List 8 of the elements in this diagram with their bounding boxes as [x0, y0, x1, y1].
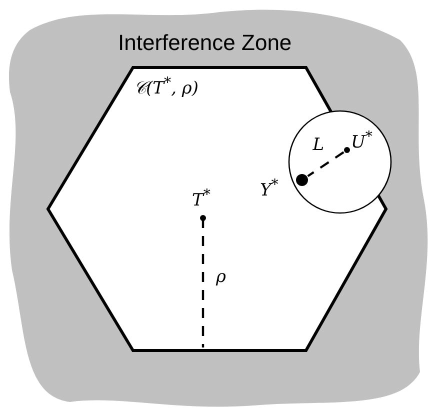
edge-label: ρ: [216, 268, 226, 286]
zone-title: Interference Zone: [118, 30, 292, 56]
edge-label: L: [312, 137, 324, 154]
cell-label: 𝒞(T$^{*}$, ρ): [134, 76, 198, 98]
dashed-line: [202, 218, 204, 348]
point-label: U$^{*}$: [351, 130, 372, 152]
point-label: Y$^{*}$: [260, 178, 278, 200]
point-label: T$^{*}$: [192, 188, 210, 210]
